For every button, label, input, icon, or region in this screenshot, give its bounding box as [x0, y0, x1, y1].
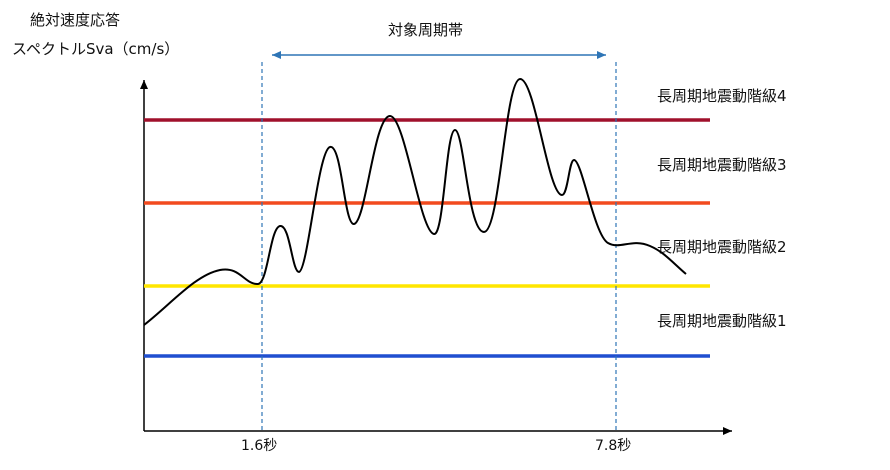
level-3-label: 長周期地震動階級3 [657, 156, 787, 174]
spectrum-curve [143, 77, 687, 326]
level-1-label: 長周期地震動階級1 [657, 312, 787, 330]
y-axis-label-line2: スペクトルSva（cm/s） [12, 40, 179, 58]
x-tick-7-8: 7.8秒 [595, 438, 631, 454]
target-band-label: 対象周期帯 [388, 21, 463, 39]
level-4-label: 長周期地震動階級4 [657, 87, 787, 105]
level-2-label: 長周期地震動階級2 [657, 238, 787, 256]
y-axis-label-line1: 絶対速度応答 [30, 11, 120, 29]
x-tick-1-6: 1.6秒 [241, 438, 277, 454]
